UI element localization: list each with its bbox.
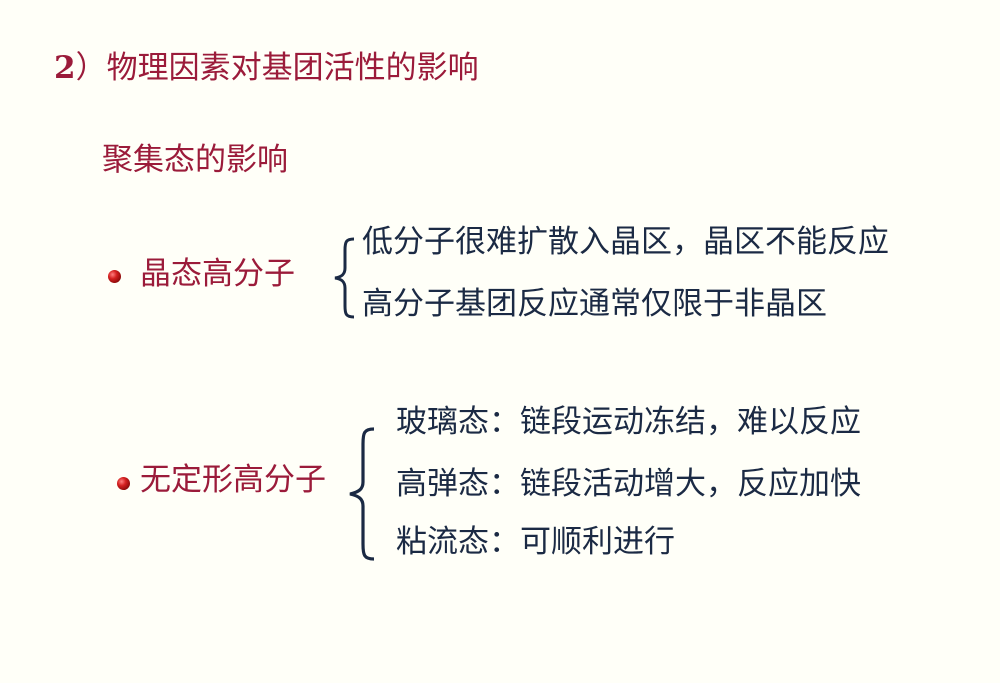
list-item: 高弹态：链段活动增大，反应加快 (396, 466, 861, 502)
list-item: 玻璃态：链段运动冻结，难以反应 (396, 404, 861, 440)
slide-title: 2）物理因素对基团活性的影响 (54, 48, 479, 88)
red-sphere-bullet-icon (108, 270, 121, 283)
title-number: 2 (54, 50, 76, 86)
title-text: 物理因素对基团活性的影响 (106, 50, 479, 86)
list-item: 粘流态：可顺利进行 (396, 524, 675, 560)
red-sphere-bullet-icon (117, 477, 130, 490)
list-item: 低分子很难扩散入晶区，晶区不能反应 (362, 224, 889, 260)
list-item: 高分子基团反应通常仅限于非晶区 (362, 286, 827, 322)
title-paren: ） (75, 50, 107, 86)
group-label-amorphous: 无定形高分子 (140, 462, 326, 498)
curly-brace-icon (344, 426, 378, 562)
curly-brace-icon (330, 236, 360, 320)
group-label-crystalline: 晶态高分子 (140, 256, 295, 292)
slide-subtitle: 聚集态的影响 (102, 142, 288, 178)
